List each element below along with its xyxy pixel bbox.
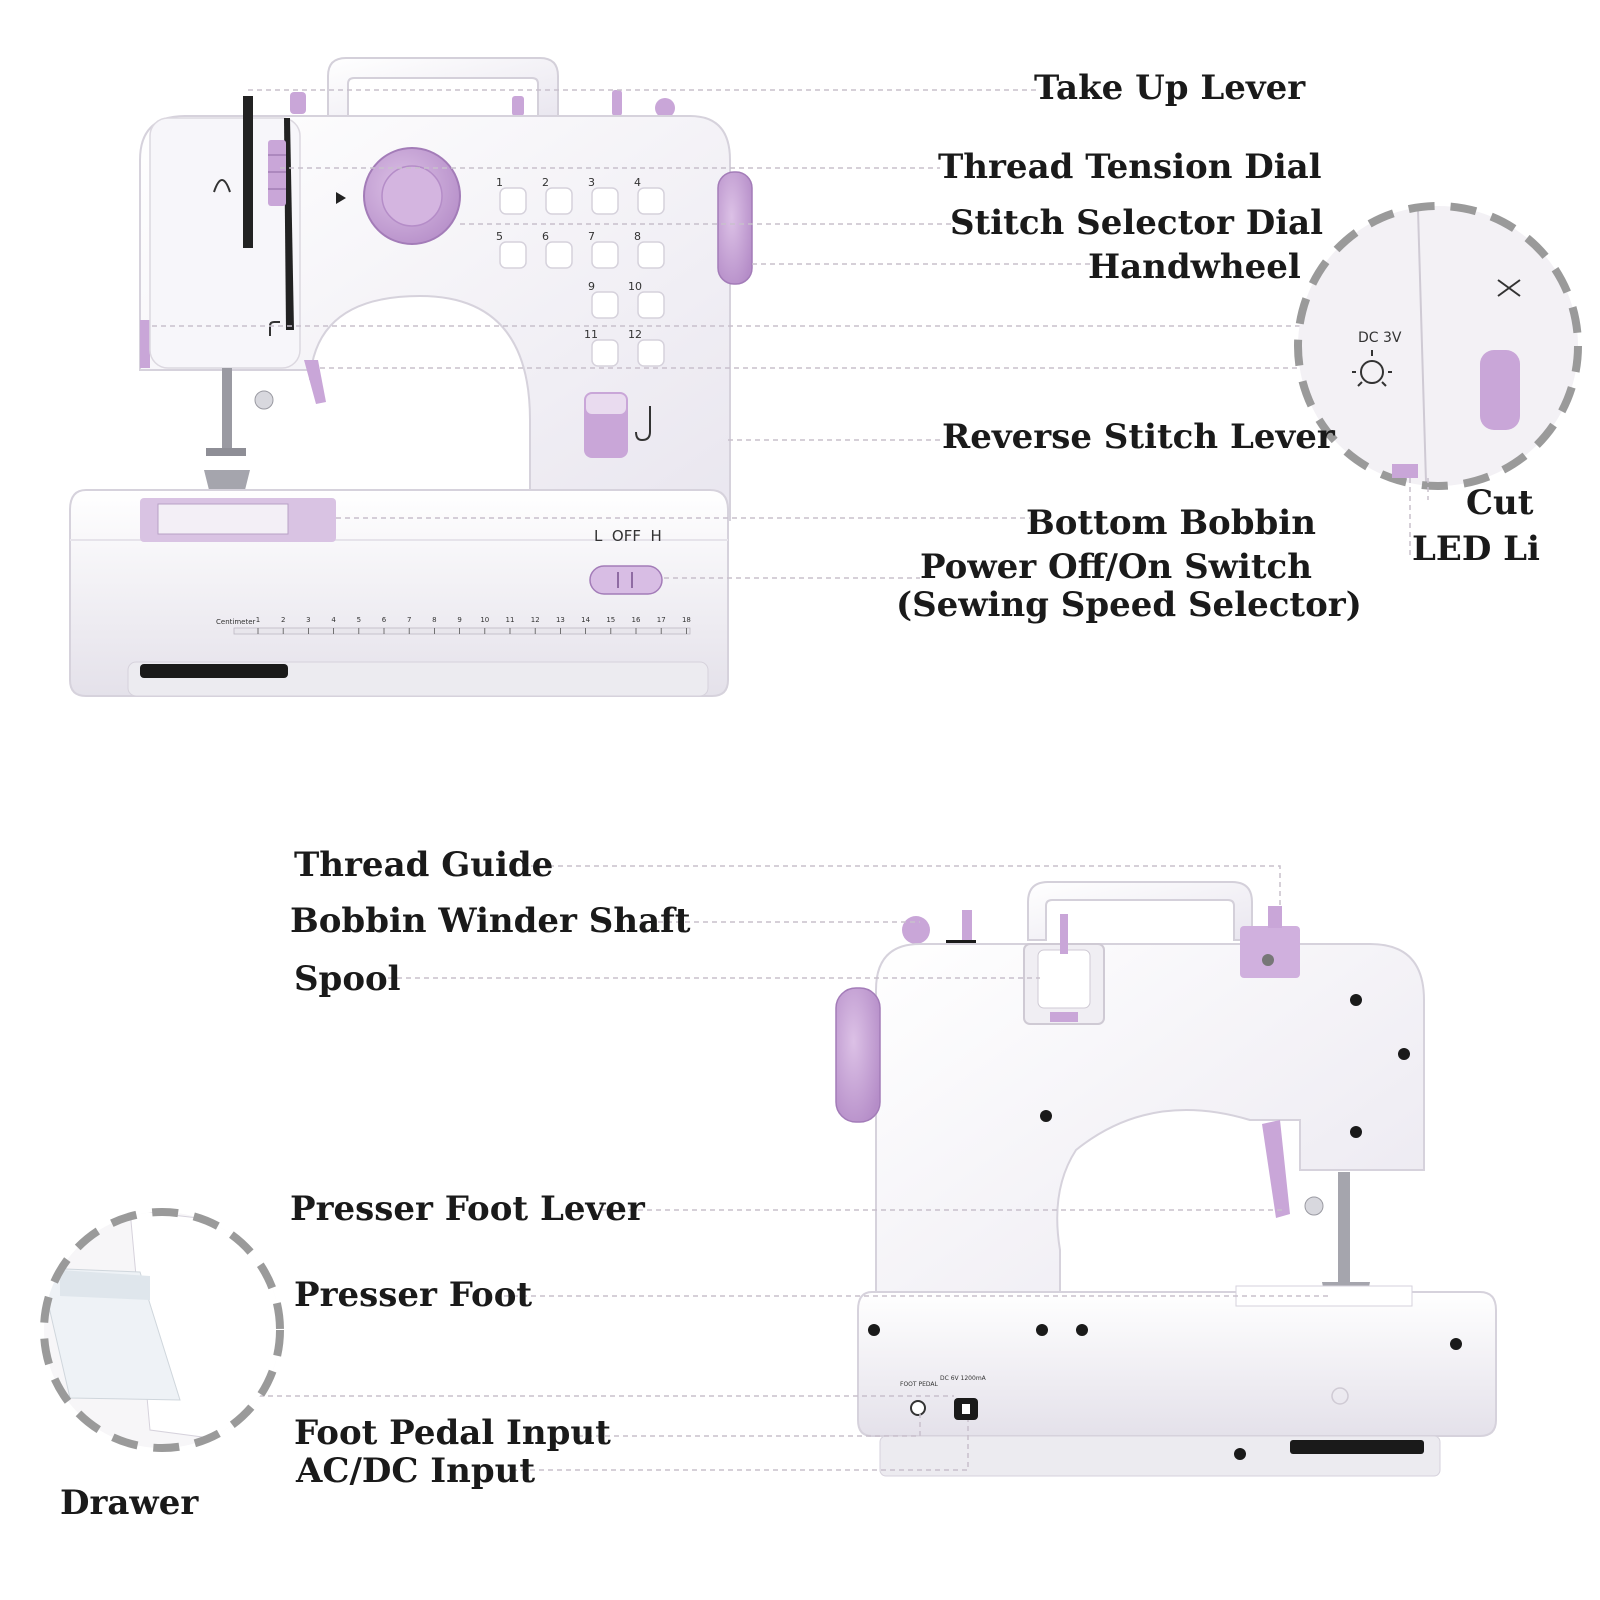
label-handwheel: Handwheel [1088, 247, 1301, 287]
thread-guide [1240, 926, 1300, 978]
ruler-tick-label: 7 [407, 616, 411, 624]
ruler-tick-label: 3 [306, 616, 310, 624]
stitch-chart [499, 187, 665, 367]
ruler-tick-label: 8 [432, 616, 436, 624]
label-thread-tension-dial: Thread Tension Dial [938, 147, 1322, 187]
foot-pedal-port [910, 1400, 926, 1416]
ruler-tick-label: 17 [657, 616, 666, 624]
stitch-number: 2 [542, 176, 549, 189]
label-bobbin-winder-shaft: Bobbin Winder Shaft [290, 901, 691, 941]
ruler-tick-label: 12 [531, 616, 540, 624]
front-machine: 1 2 3 4 5 6 7 8 9 10 11 12 [69, 57, 753, 697]
label-reverse-stitch-lever: Reverse Stitch Lever [942, 417, 1335, 457]
stitch-number: 7 [588, 230, 595, 243]
label-presser-foot: Presser Foot [294, 1275, 533, 1315]
label-presser-foot-lever: Presser Foot Lever [290, 1189, 645, 1229]
label-stitch-selector-dial: Stitch Selector Dial [950, 203, 1324, 243]
label-spool: Spool [294, 959, 401, 999]
ruler-tick-label: 2 [281, 616, 285, 624]
ruler-tick-label: 1 [256, 616, 260, 624]
foot-pedal-port-text: FOOT PEDAL [900, 1381, 938, 1388]
ruler-tick-label: 5 [357, 616, 361, 624]
label-bottom-bobbin: Bottom Bobbin [1026, 503, 1316, 543]
carry-handle [1027, 881, 1253, 941]
stitch-number: 8 [634, 230, 641, 243]
power-rating-text: DC 6V 1200mA [940, 1375, 987, 1382]
stitch-number: 9 [588, 280, 595, 293]
label-cutter: Cut [1466, 483, 1534, 523]
thread-tension-dial [268, 140, 286, 206]
back-machine: FOOT PEDAL DC 6V 1200mA [835, 881, 1497, 1477]
top-knob [512, 96, 524, 116]
machine-body [875, 943, 1425, 1331]
take-up-slot [243, 96, 253, 248]
bobbin-winder [902, 916, 930, 944]
top-knob [612, 90, 622, 116]
label-drawer: Drawer [60, 1483, 199, 1523]
handwheel [835, 987, 881, 1123]
switch-position-text: L OFF H [594, 527, 662, 545]
back-leader-lines [160, 865, 1330, 1471]
label-foot-pedal-input: Foot Pedal Input [294, 1413, 611, 1453]
label-take-up-lever: Take Up Lever [1034, 68, 1306, 108]
handwheel [717, 171, 753, 285]
light-bulb-icon [1352, 350, 1392, 387]
label-led-light: LED Li [1412, 529, 1540, 569]
presser-foot-lever [1262, 1120, 1290, 1218]
stitch-number: 6 [542, 230, 549, 243]
cutter-icon [1497, 279, 1521, 297]
ruler-tick-label: 15 [606, 616, 615, 624]
ruler-tick-label: 11 [506, 616, 515, 624]
label-ac-dc-input: AC/DC Input [296, 1451, 536, 1491]
ruler-unit: Centimeter [216, 618, 255, 626]
label-thread-guide: Thread Guide [294, 845, 554, 885]
machine-base [857, 1291, 1497, 1437]
stitch-number: 12 [628, 328, 642, 341]
stitch-numbers: 1 2 3 4 5 6 7 8 9 10 11 12 [496, 176, 642, 341]
ruler-tick-label: 16 [632, 616, 641, 624]
stitch-number: 3 [588, 176, 595, 189]
screws [868, 994, 1462, 1460]
stitch-number: 11 [584, 328, 598, 341]
ruler-tick-label: 9 [457, 616, 461, 624]
ruler [233, 627, 691, 635]
ruler-tick-label: 18 [682, 616, 691, 624]
stitch-number: 1 [496, 176, 503, 189]
dial-pointer-icon [336, 192, 346, 204]
label-speed-selector: (Sewing Speed Selector) [896, 585, 1362, 625]
power-switch [589, 565, 663, 595]
threading-icon [213, 179, 231, 193]
ruler-tick-label: 6 [382, 616, 387, 624]
drawer-detail [40, 1208, 284, 1452]
led-voltage-text: DC 3V [1358, 330, 1402, 346]
label-power-switch: Power Off/On Switch [920, 547, 1312, 587]
ruler-tick-label: 13 [556, 616, 565, 624]
stitch-number: 5 [496, 230, 503, 243]
front-leader-lines [152, 89, 1302, 579]
ruler-tick-label: 10 [480, 616, 489, 624]
ruler-tick-label: 14 [581, 616, 590, 624]
reverse-icon [635, 406, 651, 442]
stitch-number: 4 [634, 176, 641, 189]
top-knob [655, 98, 675, 118]
ruler-tick-label: 4 [331, 616, 336, 624]
stitch-number: 10 [628, 280, 642, 293]
led-light-detail: DC 3V [1294, 202, 1582, 556]
light-switch [1480, 350, 1520, 430]
top-knob [290, 92, 306, 114]
